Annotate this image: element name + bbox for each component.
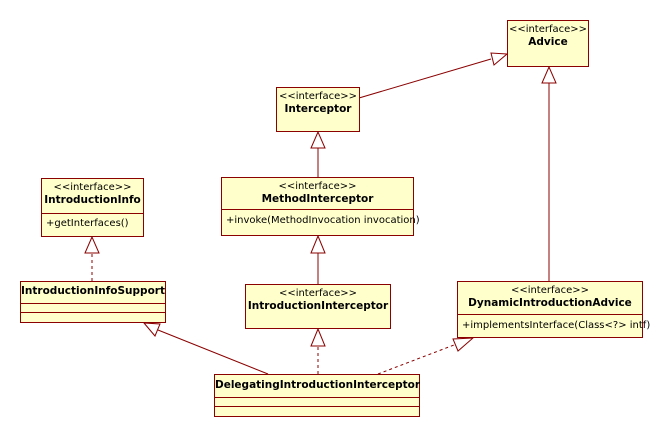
stereotype-label: <<interface>> [53, 182, 132, 193]
stereotype-label: <<interface>> [278, 91, 358, 102]
class-method-interceptor[interactable]: <<interface>> MethodInterceptor +invoke(… [221, 177, 420, 236]
attributes-divider [215, 397, 419, 398]
class-name: DelegatingIntroductionInterceptor [215, 379, 421, 391]
class-introduction-interceptor[interactable]: <<interface>> IntroductionInterceptor [245, 284, 391, 329]
class-advice[interactable]: <<interface>> Advice [507, 20, 589, 67]
class-dynamic-introduction-advice[interactable]: <<interface>> DynamicIntroductionAdvice … [457, 281, 650, 338]
class-name: Advice [528, 36, 568, 48]
compartment-divider [42, 213, 143, 214]
class-name: IntroductionInfoSupport [21, 285, 165, 297]
stereotype-label: <<interface>> [510, 285, 590, 296]
class-name: IntroductionInfo [44, 194, 141, 206]
edge-introduction-interceptor-to-method-interceptor [310, 234, 326, 284]
compartment-divider [222, 209, 413, 210]
edge-dynamic-advice-to-advice [541, 65, 557, 281]
edge-delegating-to-info-support [142, 322, 269, 375]
operation-invoke: +invoke(MethodInvocation invocation) [226, 215, 420, 226]
stereotype-label: <<interface>> [278, 288, 358, 299]
edge-method-interceptor-to-interceptor [310, 130, 326, 177]
attributes-divider [21, 303, 165, 304]
operation-implements-interface: +implementsInterface(Class<?> intf) [462, 320, 651, 331]
compartment-divider [458, 314, 642, 315]
class-delegating-introduction-interceptor[interactable]: DelegatingIntroductionInterceptor [214, 374, 420, 417]
class-name: IntroductionInterceptor [247, 300, 389, 312]
class-introduction-info-support[interactable]: IntroductionInfoSupport [20, 281, 166, 323]
operations-divider [21, 312, 165, 313]
class-name: DynamicIntroductionAdvice [468, 297, 632, 309]
operations-divider [215, 406, 419, 407]
edge-interceptor-to-advice [358, 52, 509, 99]
edge-delegating-to-introduction-interceptor [310, 327, 326, 374]
operation-get-interfaces: +getInterfaces() [46, 218, 129, 229]
class-interceptor[interactable]: <<interface>> Interceptor [276, 87, 360, 132]
stereotype-label: <<interface>> [508, 24, 588, 35]
class-name: MethodInterceptor [261, 193, 374, 205]
class-introduction-info[interactable]: <<interface>> IntroductionInfo +getInter… [41, 178, 144, 237]
class-name: Interceptor [284, 103, 352, 115]
edge-info-support-to-introduction-info [84, 235, 100, 281]
stereotype-label: <<interface>> [278, 181, 357, 192]
edge-delegating-to-dynamic-advice [377, 337, 475, 375]
